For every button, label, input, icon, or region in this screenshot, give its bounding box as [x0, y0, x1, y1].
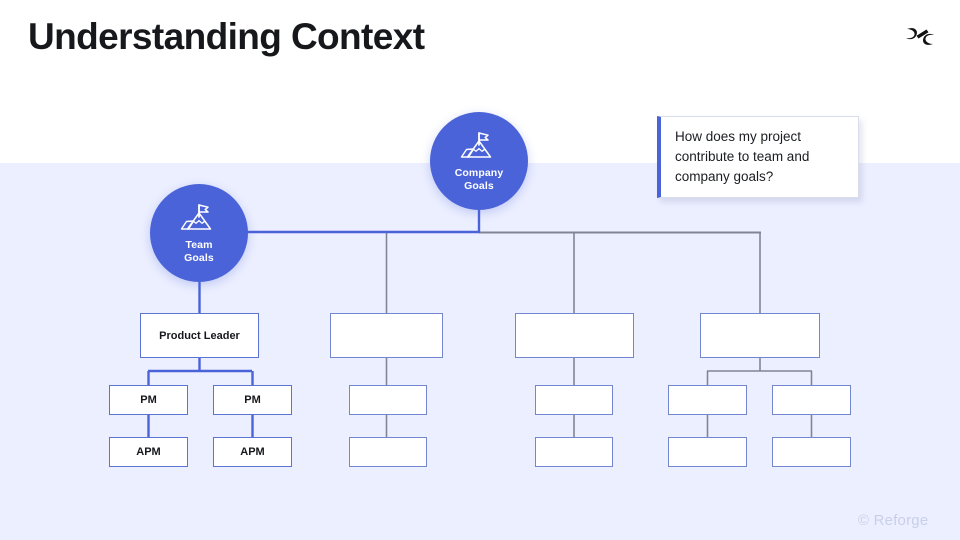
org-node-c4-bot-right[interactable]	[772, 437, 851, 467]
callout-text: How does my project contribute to team a…	[675, 129, 810, 184]
org-node-c4-mid-left[interactable]	[668, 385, 747, 415]
company-goals-node[interactable]: Company Goals	[430, 112, 528, 210]
team-goals-node[interactable]: Team Goals	[150, 184, 248, 282]
team-goals-label-line1: Team	[185, 239, 213, 251]
company-goals-label-line2: Goals	[464, 179, 494, 192]
reforge-logo	[903, 22, 937, 52]
page-title: Understanding Context	[28, 16, 425, 57]
org-node-c3-top[interactable]	[515, 313, 634, 358]
mountain-flag-icon	[180, 202, 218, 237]
org-node-c2-top[interactable]	[330, 313, 443, 358]
reforge-watermark: © Reforge	[858, 512, 929, 529]
company-goals-label-line1: Company	[454, 167, 504, 179]
org-node-pm-right[interactable]: PM	[213, 385, 292, 415]
org-node-product-leader[interactable]: Product Leader	[140, 313, 259, 358]
org-node-c4-bot-left[interactable]	[668, 437, 747, 467]
org-node-c4-top[interactable]	[700, 313, 820, 358]
org-node-apm-left[interactable]: APM	[109, 437, 188, 467]
mountain-flag-icon	[460, 130, 498, 165]
org-node-c3-mid[interactable]	[535, 385, 613, 415]
org-node-c2-bot[interactable]	[349, 437, 427, 467]
org-node-apm-right[interactable]: APM	[213, 437, 292, 467]
org-node-c2-mid[interactable]	[349, 385, 427, 415]
org-node-pm-left[interactable]: PM	[109, 385, 188, 415]
team-goals-label-line2: Goals	[184, 251, 214, 264]
callout-box: How does my project contribute to team a…	[657, 116, 859, 198]
org-node-c4-mid-right[interactable]	[772, 385, 851, 415]
org-node-c3-bot[interactable]	[535, 437, 613, 467]
